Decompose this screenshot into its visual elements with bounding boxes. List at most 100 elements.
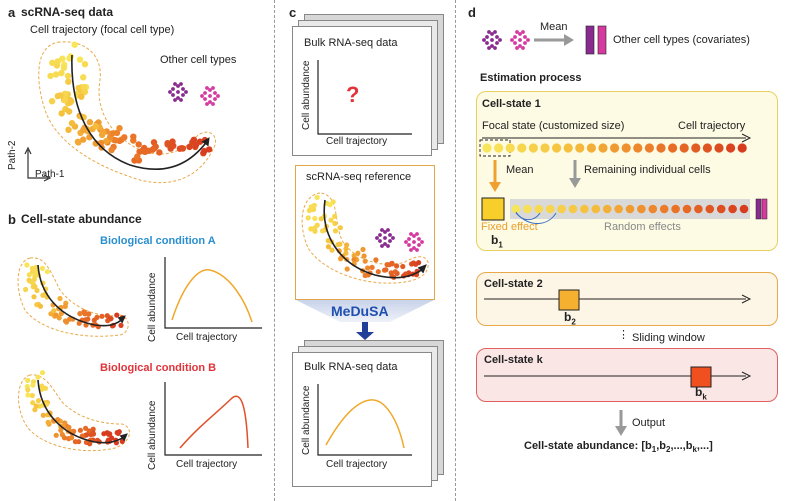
- trajectory-cell: [105, 437, 111, 443]
- covariate-bar-2: [597, 25, 607, 55]
- random-effect-cell: [602, 204, 612, 214]
- trajectory-cell: [68, 120, 76, 127]
- separator-right: [455, 0, 456, 501]
- trajectory-cell: [383, 267, 389, 273]
- trajectory-cell: [373, 257, 379, 263]
- trajectory-cell: [35, 398, 42, 404]
- trajectory-cell: [40, 292, 46, 298]
- covariates-label: Other cell types (covariates): [613, 34, 750, 46]
- row-cell: [563, 143, 573, 153]
- bulk-estimated-curve: [325, 399, 405, 449]
- pink-cell: [513, 41, 517, 45]
- pink-cell: [407, 243, 411, 247]
- trajectory-cell: [355, 250, 361, 256]
- trajectory-cell: [65, 108, 73, 115]
- fixed-effect-square: [481, 197, 505, 221]
- purple-cell: [181, 93, 185, 97]
- trajectory-cell: [80, 83, 88, 91]
- trajectory-cell: [86, 119, 94, 126]
- pink-cell: [510, 38, 514, 42]
- trajectory-cell: [25, 387, 31, 393]
- trajectory-cell: [318, 216, 324, 222]
- sliding-dots: ⋮: [618, 329, 629, 341]
- trajectory-cell: [375, 269, 381, 275]
- trajectory-cell: [114, 312, 120, 318]
- trajectory-cell: [384, 262, 390, 268]
- medusa-label: MeDuSA: [331, 303, 389, 319]
- purple-cell: [386, 228, 390, 232]
- trajectory-cell: [76, 56, 84, 63]
- trajectory-cell: [201, 147, 208, 155]
- d-mean-label: Mean: [540, 21, 568, 33]
- condition-b-label: Biological condition B: [100, 362, 217, 374]
- row-cell: [494, 143, 504, 153]
- trajectory-cell: [361, 253, 367, 259]
- trajectory-cell: [58, 69, 65, 77]
- trajectory-cells: [47, 41, 213, 164]
- trajectory-cell: [343, 250, 349, 256]
- trajectory-cell: [67, 96, 74, 104]
- trajectory-cell: [74, 138, 82, 145]
- row-cell: [575, 143, 585, 153]
- trajectory-cell: [62, 318, 69, 324]
- purple-cell: [179, 82, 183, 86]
- pink-cell: [213, 97, 217, 101]
- random-effect-cell: [739, 204, 749, 214]
- trajectory-cell: [308, 226, 314, 232]
- trajectory-cell: [186, 143, 193, 151]
- purple-cell: [184, 90, 188, 94]
- panel-b-title: Cell-state abundance: [21, 212, 142, 226]
- row-cell: [737, 143, 747, 153]
- row-cell: [702, 143, 713, 153]
- trajectory-cell: [91, 317, 97, 323]
- bulk-bottom-card: [292, 352, 432, 487]
- trajectory-cell: [389, 261, 395, 267]
- trajectory-cell: [115, 430, 121, 436]
- trajectory-cell: [351, 257, 357, 263]
- pink-cell: [526, 38, 530, 42]
- trajectory-cell: [45, 419, 51, 425]
- trajectory-cell: [156, 149, 163, 156]
- cell-state-2-title: Cell-state 2: [484, 278, 543, 290]
- medusa-arrow: [356, 322, 374, 340]
- trajectory-cell: [34, 287, 40, 294]
- row-cell: [517, 143, 527, 153]
- trajectory-cell: [344, 266, 350, 272]
- pink-cell: [208, 88, 212, 92]
- purple-cell: [380, 244, 384, 248]
- purple-cell: [383, 230, 387, 234]
- random-effect-cell: [625, 204, 635, 214]
- trajectory-cell: [104, 430, 110, 436]
- trajectory-cell: [99, 313, 105, 319]
- purple-cell: [173, 98, 177, 102]
- trajectory-cell: [87, 441, 93, 447]
- panel-a-letter: a: [8, 5, 16, 20]
- trajectory-cell: [53, 312, 59, 318]
- trajectory-cell: [26, 272, 32, 278]
- pink-cell: [409, 248, 413, 252]
- pink-cell: [521, 46, 525, 50]
- purple-cell: [173, 82, 177, 86]
- trajectory-cell: [61, 96, 68, 104]
- pink-cell: [518, 38, 522, 42]
- pink-cell: [518, 44, 522, 48]
- trajectory-cell: [80, 136, 87, 143]
- trajectory-cell: [362, 258, 368, 264]
- output-label: Output: [632, 417, 666, 429]
- purple-cell: [391, 236, 395, 240]
- purple-cell: [487, 46, 491, 50]
- trajectory-cell: [25, 392, 31, 398]
- trajectory-cell: [314, 194, 320, 200]
- purple-cell: [378, 239, 382, 243]
- purple-cell: [380, 228, 384, 232]
- row-cell: [714, 143, 724, 153]
- bulk-bottom-title: Bulk RNA-seq data: [304, 361, 398, 373]
- random-effect-cell: [568, 204, 578, 214]
- purple-cell: [490, 38, 494, 42]
- trajectory-cell: [189, 138, 196, 146]
- trajectory-cell: [44, 269, 51, 275]
- trajectory-cell: [65, 126, 72, 133]
- trajectory-cell: [81, 60, 89, 68]
- row-cell: [540, 143, 550, 153]
- curve-condition-a: [171, 269, 253, 323]
